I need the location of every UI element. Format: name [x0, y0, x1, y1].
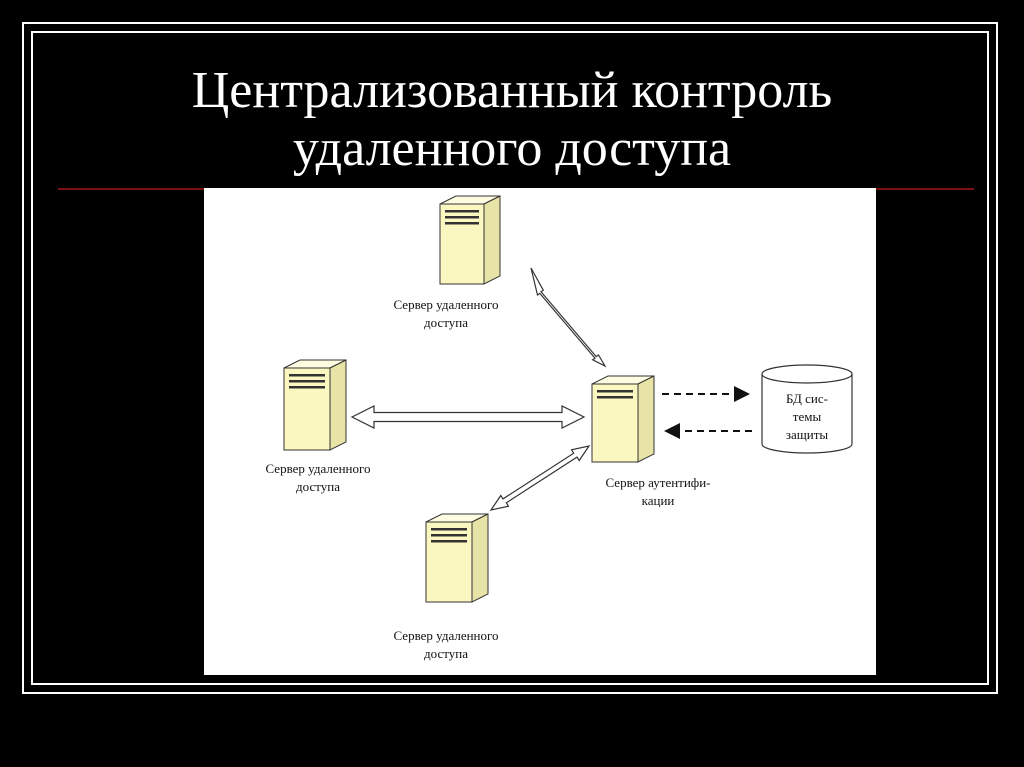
server-bottom-label-2: доступа: [424, 646, 468, 661]
database-icon: [761, 364, 853, 454]
slide-frame-inner: [31, 31, 989, 685]
diagram-panel: Сервер удаленного доступа Сервер удаленн…: [204, 188, 876, 675]
title-line-2: удаленного доступа: [292, 120, 732, 177]
server-left-icon: [283, 359, 347, 451]
server-top-label-2: доступа: [424, 315, 468, 330]
db-label-2: темы: [793, 409, 822, 424]
db-label-1: БД сис-: [786, 391, 828, 406]
arrow-top-to-auth: [530, 267, 607, 368]
slide-frame-outer: [22, 22, 998, 694]
title-line-1: Централизованный контроль: [191, 62, 833, 119]
arrow-bottom-to-auth: [489, 445, 591, 511]
server-top-label-1: Сервер удаленного: [393, 297, 498, 312]
server-left-label-1: Сервер удаленного: [265, 461, 370, 476]
server-top-icon: [439, 195, 501, 285]
auth-server-icon: [591, 375, 655, 463]
arrow-left-to-auth: [350, 405, 586, 429]
server-bottom-label-1: Сервер удаленного: [393, 628, 498, 643]
server-bottom-icon: [425, 513, 489, 603]
slide-title: Централизованный контроль удаленного дос…: [40, 62, 984, 178]
db-label-3: защиты: [786, 427, 829, 442]
auth-server-label-2: кации: [642, 493, 675, 508]
diagram-svg: Сервер удаленного доступа Сервер удаленн…: [265, 195, 853, 661]
server-left-label-2: доступа: [296, 479, 340, 494]
auth-server-label-1: Сервер аутентифи-: [605, 475, 710, 490]
